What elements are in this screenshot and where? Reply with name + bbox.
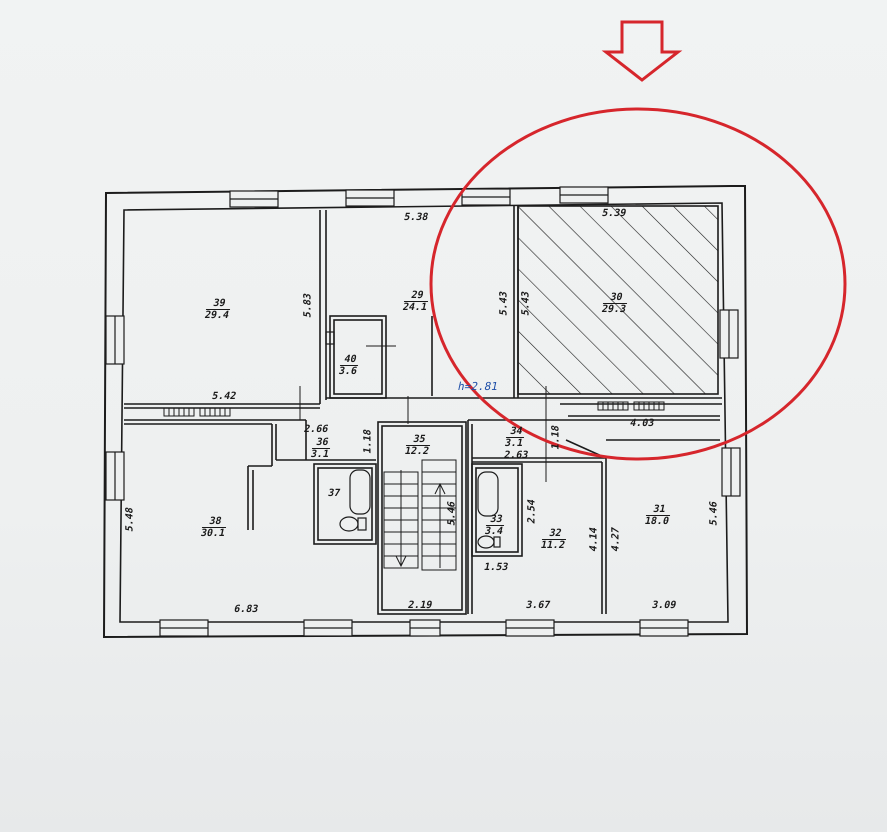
sink-symbol bbox=[325, 331, 335, 345]
dim-1-18-a: 1.18 bbox=[362, 428, 374, 455]
highlight-circle bbox=[429, 107, 847, 461]
dim-2-19: 2.19 bbox=[406, 600, 434, 611]
room-37-label: 37 bbox=[326, 488, 342, 499]
dim-3-09: 3.09 bbox=[650, 600, 678, 611]
stair-flights bbox=[383, 459, 457, 571]
toilet-symbol-2 bbox=[477, 535, 495, 549]
dim-3-67: 3.67 bbox=[524, 600, 552, 611]
room-30-hatched bbox=[517, 205, 719, 395]
dim-2-66: 2.66 bbox=[302, 424, 330, 435]
window-symbols bbox=[105, 186, 741, 637]
dim-5-43-b: 5.43 bbox=[520, 290, 532, 317]
dim-5-39: 5.39 bbox=[600, 208, 628, 219]
radiator-symbols bbox=[163, 401, 665, 417]
dim-5-48: 5.48 bbox=[124, 506, 136, 533]
dim-6-83: 6.83 bbox=[232, 604, 260, 615]
dim-5-46-a: 5.46 bbox=[446, 500, 458, 527]
bathtub-symbol bbox=[349, 469, 371, 515]
bathtub-symbol-2 bbox=[477, 471, 499, 517]
dim-4-27: 4.27 bbox=[610, 526, 622, 553]
dim-4-14: 4.14 bbox=[588, 526, 600, 553]
dim-4-03: 4.03 bbox=[628, 418, 656, 429]
dim-1-53: 1.53 bbox=[482, 562, 510, 573]
dim-2-54: 2.54 bbox=[526, 498, 538, 525]
toilet-symbol bbox=[339, 516, 359, 532]
dim-2-63: 2.63 bbox=[502, 450, 530, 461]
sanitary-fixtures bbox=[325, 331, 501, 549]
dim-5-46-b: 5.46 bbox=[708, 500, 720, 527]
interior-walls bbox=[124, 206, 722, 615]
dim-5-83: 5.83 bbox=[302, 292, 314, 319]
dim-5-42: 5.42 bbox=[210, 391, 238, 402]
leader-lines bbox=[299, 345, 547, 482]
dim-5-43-a: 5.43 bbox=[498, 290, 510, 317]
ceiling-height-note: h=2.81 bbox=[456, 380, 500, 393]
dim-5-38: 5.38 bbox=[402, 212, 430, 223]
dim-1-18-b: 1.18 bbox=[550, 424, 562, 451]
down-arrow-icon bbox=[601, 20, 683, 82]
